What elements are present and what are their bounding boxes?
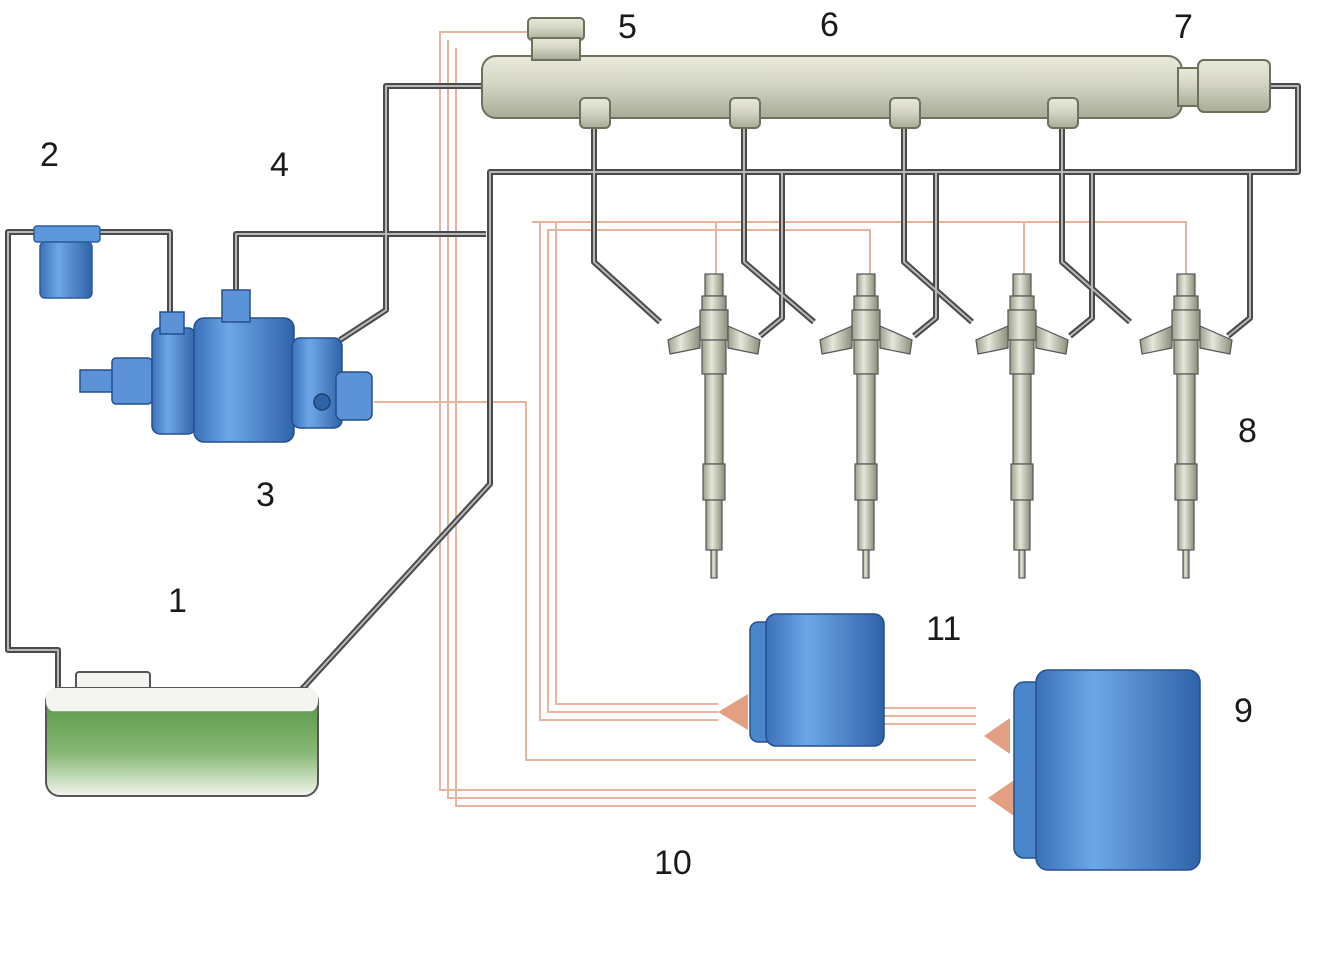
label-sensor-unit: 11 xyxy=(926,610,962,648)
arrow-icon xyxy=(988,780,1014,816)
label-ecu: 9 xyxy=(1234,692,1253,730)
pump-icon xyxy=(79,289,373,443)
injector-icon xyxy=(667,273,1233,579)
label-pump: 3 xyxy=(256,476,275,514)
fuel-filter-icon xyxy=(33,225,101,299)
label-pressure-regulator: 7 xyxy=(1174,8,1193,46)
signal-wires xyxy=(374,31,1187,807)
label-fuel-tank: 1 xyxy=(168,582,187,620)
arrow-icon xyxy=(984,718,1010,754)
label-common-rail: 6 xyxy=(820,6,839,44)
label-signal-wires: 10 xyxy=(654,844,692,882)
rail-icon xyxy=(481,17,1271,129)
label-pressure-sensor: 5 xyxy=(618,8,637,46)
fuel-lines xyxy=(5,83,1301,703)
ecu-icon xyxy=(1013,669,1201,871)
fuel-tank-icon xyxy=(45,671,319,797)
sensor-unit-icon xyxy=(749,613,885,747)
arrow-icon xyxy=(718,694,748,730)
label-injectors: 8 xyxy=(1238,412,1257,450)
label-fuel-lines: 4 xyxy=(270,146,289,184)
signal-arrows xyxy=(718,694,1014,816)
label-fuel-filter: 2 xyxy=(40,136,59,174)
